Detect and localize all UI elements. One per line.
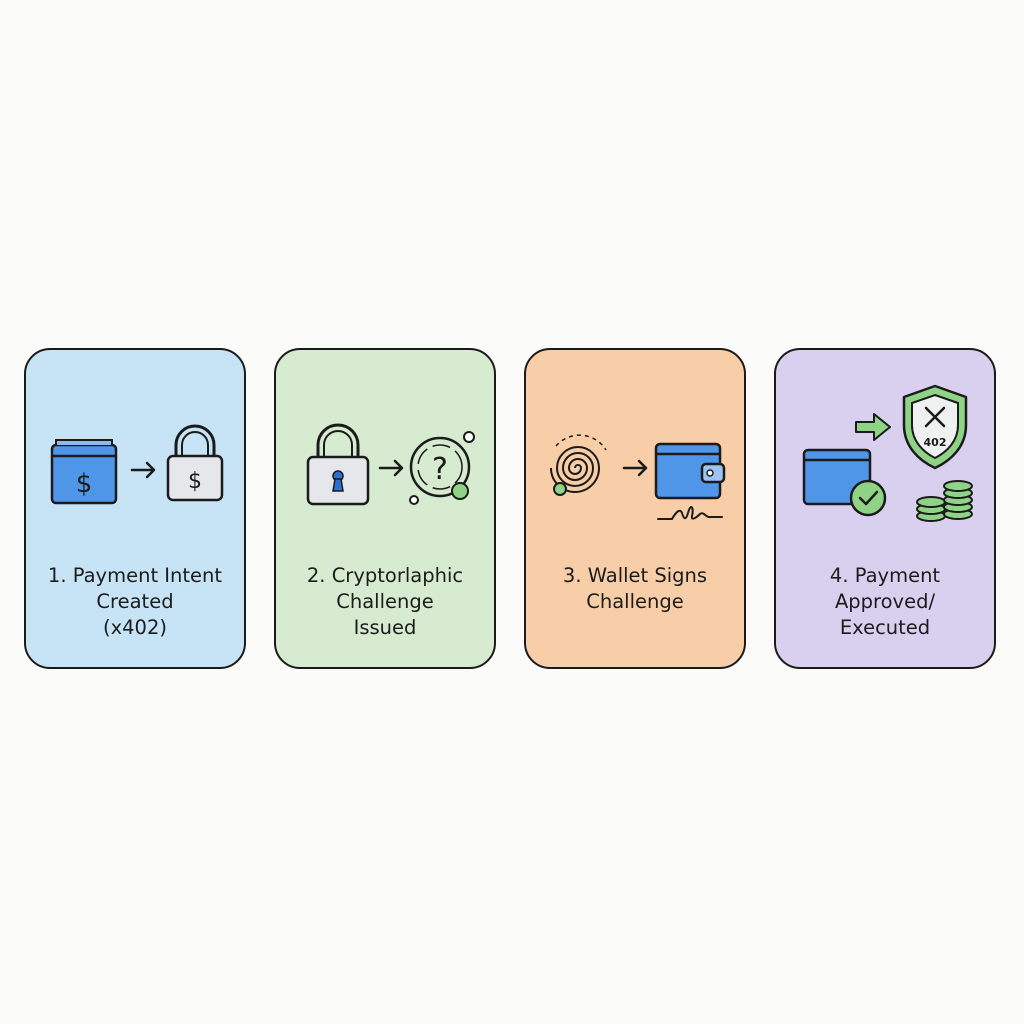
arrow-right-icon bbox=[378, 459, 404, 477]
arrow-right-icon bbox=[130, 461, 156, 479]
step-2-title: 2. Cryptorlaphic Challenge Issued bbox=[306, 564, 464, 639]
signature-icon bbox=[657, 506, 723, 520]
step-card-4: 402 4. Payment Approved/ Executed bbox=[774, 348, 996, 669]
step-3-illustration bbox=[550, 434, 726, 520]
wallet-icon bbox=[654, 442, 726, 500]
step-3-title: 3. Wallet Signs Challenge bbox=[562, 564, 708, 613]
coin-stack-icon bbox=[916, 480, 973, 522]
svg-text:$: $ bbox=[76, 469, 93, 499]
svg-text:$: $ bbox=[188, 469, 202, 494]
step-2-illustration: ? bbox=[306, 423, 475, 506]
svg-text:?: ? bbox=[432, 452, 448, 487]
padlock-dollar-icon: $ bbox=[166, 424, 224, 502]
wallet-check-icon bbox=[802, 448, 887, 517]
step-1-title: 1. Payment Intent Created (x402) bbox=[47, 564, 223, 639]
arrow-right-icon bbox=[622, 459, 648, 477]
step-card-3: 3. Wallet Signs Challenge bbox=[524, 348, 746, 669]
padlock-keyhole-icon bbox=[306, 423, 370, 506]
step-4-illustration: 402 bbox=[802, 384, 973, 522]
arrow-right-icon bbox=[855, 413, 891, 441]
question-orbit-icon: ? bbox=[409, 431, 475, 505]
step-card-1: $ $ 1. Payment Intent Created (x402) bbox=[24, 348, 246, 669]
step-1-illustration: $ $ bbox=[50, 424, 224, 505]
spiral-challenge-icon bbox=[550, 434, 607, 496]
wallet-icon: $ bbox=[50, 439, 118, 505]
step-4-title: 4. Payment Approved/ Executed bbox=[829, 564, 941, 639]
shield-x-icon: 402 bbox=[902, 384, 968, 470]
step-card-2: ? 2. Cryptorlaphic Challenge Issued bbox=[274, 348, 496, 669]
svg-text:402: 402 bbox=[924, 436, 947, 449]
